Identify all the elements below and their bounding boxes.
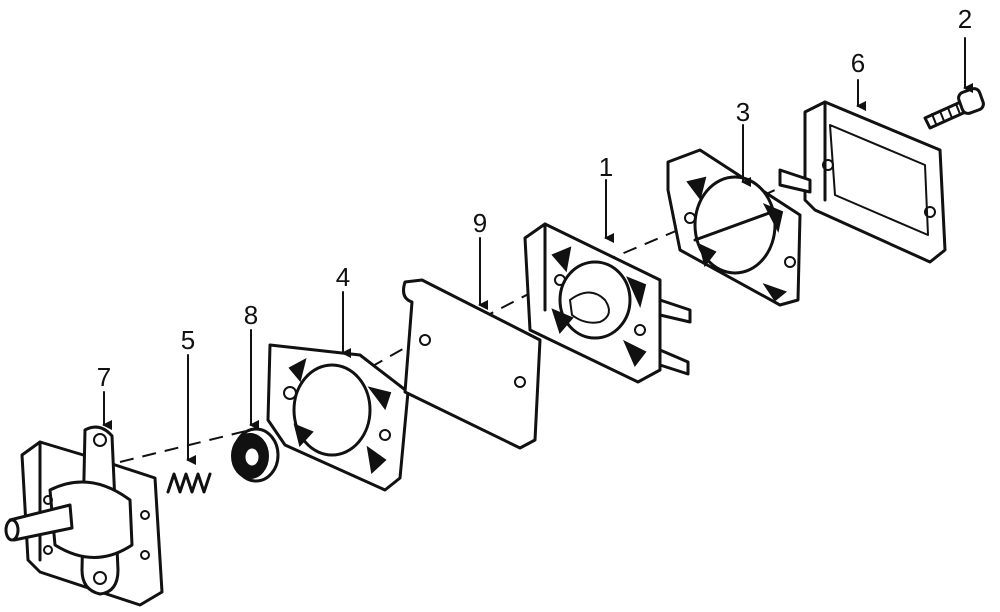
cover-plate-part (778, 100, 947, 264)
callout-part-5: 5 (181, 325, 195, 355)
housing-part (4, 425, 164, 607)
callout-part-9: 9 (473, 208, 487, 238)
callout-part-8: 8 (244, 300, 258, 330)
screw-part (923, 87, 985, 130)
seal-ring-part (231, 427, 280, 483)
callout-part-6: 6 (851, 48, 865, 78)
spring-part (166, 472, 212, 494)
callout-part-7: 7 (97, 362, 111, 392)
diaphragm-part (402, 278, 542, 450)
valve-gasket-part (666, 148, 802, 307)
callout-part-1: 1 (599, 152, 613, 182)
callout-part-4: 4 (336, 262, 350, 292)
callout-part-3: 3 (736, 97, 750, 127)
gasket-part (266, 343, 410, 492)
callout-leaders (102, 37, 973, 465)
callout-part-2: 2 (958, 4, 972, 34)
pump-body-part (523, 222, 692, 384)
